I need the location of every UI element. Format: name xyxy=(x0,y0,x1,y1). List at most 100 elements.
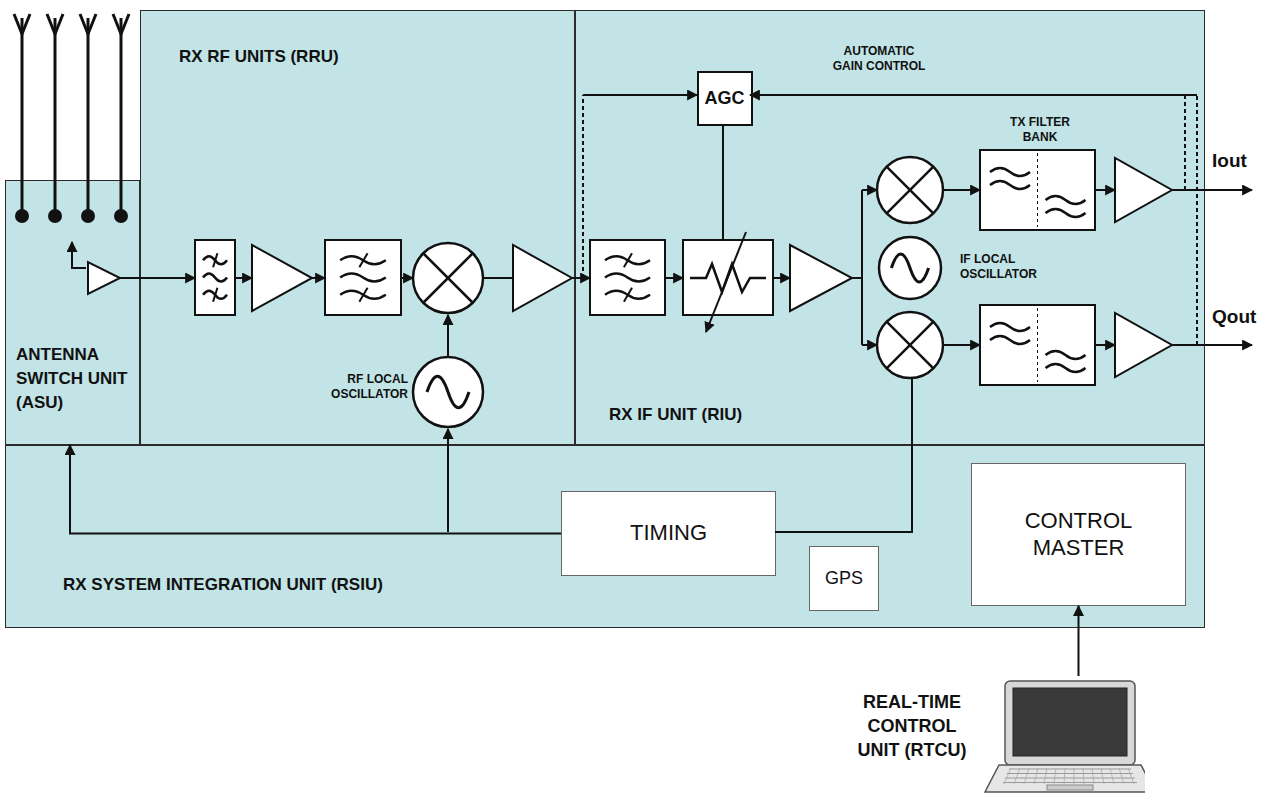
antenna-port xyxy=(114,209,128,223)
connector-arrow xyxy=(70,445,561,534)
keyboard-column xyxy=(1054,768,1056,784)
filter-bank-symbol xyxy=(980,305,1095,385)
signal-line xyxy=(1172,344,1252,346)
keyboard-row xyxy=(1005,778,1135,779)
filter-tick xyxy=(359,288,367,302)
filter-bank-symbol xyxy=(980,150,1095,230)
mixer-cross xyxy=(424,254,473,303)
laptop-base xyxy=(985,765,1145,792)
oscillator-symbol xyxy=(413,357,483,427)
node-label: GPS xyxy=(825,568,863,590)
node-label: CONTROL MASTER xyxy=(1004,508,1154,561)
filter-wave xyxy=(1046,364,1086,372)
filter-symbol xyxy=(325,240,401,315)
mixer-cross xyxy=(887,167,933,213)
signal-line xyxy=(862,189,877,191)
laptop-screen xyxy=(1013,688,1127,756)
laptop-icon xyxy=(975,678,1145,800)
signal-line xyxy=(943,189,980,191)
signal-line xyxy=(861,190,863,345)
signal-line xyxy=(447,429,449,532)
antenna-element xyxy=(14,14,30,34)
gps-box: GPS xyxy=(809,546,879,611)
part-label: IF LOCAL OSCILLATOR xyxy=(960,252,1060,282)
keyboard-row xyxy=(1007,773,1133,774)
real-time-control-unit: REAL-TIME CONTROL UNIT (RTCU) xyxy=(835,676,1145,804)
keyboard-column xyxy=(1064,768,1065,784)
timing-box: TIMING xyxy=(561,491,776,576)
part-label: TX FILTER BANK xyxy=(1002,115,1078,145)
antenna-mast xyxy=(87,18,90,214)
signal-line xyxy=(722,125,724,240)
control-master-box: CONTROL MASTER xyxy=(971,463,1186,606)
signal-line xyxy=(1095,189,1115,191)
signal-line xyxy=(943,344,980,346)
part-label: AUTOMATIC GAIN CONTROL xyxy=(830,44,928,74)
antenna-element xyxy=(47,14,63,34)
system-integration-panel: RX SYSTEM INTEGRATION UNIT (RSIU) TIMING G… xyxy=(5,445,1205,628)
filter-wave xyxy=(1046,351,1086,359)
mixer-symbol xyxy=(877,157,943,223)
signal-line xyxy=(572,277,590,279)
node-label: RX RF UNITS (RRU) xyxy=(179,46,439,68)
antenna-element xyxy=(113,14,129,34)
amplifier-symbol xyxy=(790,245,852,311)
amplifier-symbol xyxy=(1115,313,1172,377)
keyboard-column xyxy=(1004,768,1011,784)
signal-line xyxy=(401,277,413,279)
oscillator-sine xyxy=(427,376,469,408)
oscillator-symbol xyxy=(879,237,941,299)
antenna-element xyxy=(80,14,96,34)
bank-divider xyxy=(1037,308,1038,382)
filter-symbol xyxy=(195,240,235,315)
filter-wave xyxy=(203,274,227,282)
keyboard-column xyxy=(1110,768,1114,784)
signal-name: Qout xyxy=(1212,306,1267,328)
antenna-port xyxy=(48,209,62,223)
filter-tick xyxy=(359,253,367,267)
keyboard-column xyxy=(1101,768,1104,784)
bank-divider xyxy=(1037,153,1038,227)
mixer-symbol xyxy=(413,243,483,313)
filter-tick xyxy=(624,253,632,267)
oscillator-sine xyxy=(891,254,928,282)
keyboard-column xyxy=(1119,768,1124,784)
signal-line xyxy=(447,315,449,357)
signal-line xyxy=(235,277,252,279)
keyboard-column xyxy=(1083,768,1084,784)
filter-wave xyxy=(990,336,1030,344)
node-label: AGC xyxy=(705,88,745,110)
signal-line xyxy=(750,94,1197,96)
filter-wave xyxy=(1046,209,1086,217)
if-unit-panel: RX IF UNIT (RIU)AGC xyxy=(575,10,1205,445)
signal-line xyxy=(773,277,790,279)
variable-arrow xyxy=(706,232,746,332)
keyboard-column xyxy=(1044,768,1047,784)
amplifier-symbol xyxy=(1115,158,1172,222)
node-label: REAL-TIME CONTROL UNIT (RTCU) xyxy=(856,690,968,762)
filter-wave xyxy=(990,181,1030,189)
antenna-mast xyxy=(21,18,24,214)
signal-line xyxy=(120,277,195,279)
keyboard-row xyxy=(1003,782,1137,783)
switch-arrow xyxy=(72,242,86,268)
amplifier-symbol xyxy=(513,245,572,311)
filter-wave xyxy=(1046,196,1086,204)
amplifier-symbol xyxy=(252,245,312,311)
mixer-cross xyxy=(887,322,933,368)
node-label: RX SYSTEM INTEGRATION UNIT (RSIU) xyxy=(63,574,483,596)
laptop-lid xyxy=(1005,681,1135,765)
antenna-port xyxy=(81,209,95,223)
dashed-control-line xyxy=(1184,95,1186,190)
keyboard-column xyxy=(1128,768,1134,784)
signal-line xyxy=(862,344,877,346)
filter-wave xyxy=(990,168,1030,176)
laptop-touchpad xyxy=(1047,785,1093,790)
mixer-cross xyxy=(424,254,473,303)
node-label: ANTENNA SWITCH UNIT (ASU) xyxy=(16,343,136,415)
filter-wave xyxy=(340,274,386,282)
signal-line xyxy=(1095,344,1115,346)
signal-line xyxy=(483,277,513,279)
